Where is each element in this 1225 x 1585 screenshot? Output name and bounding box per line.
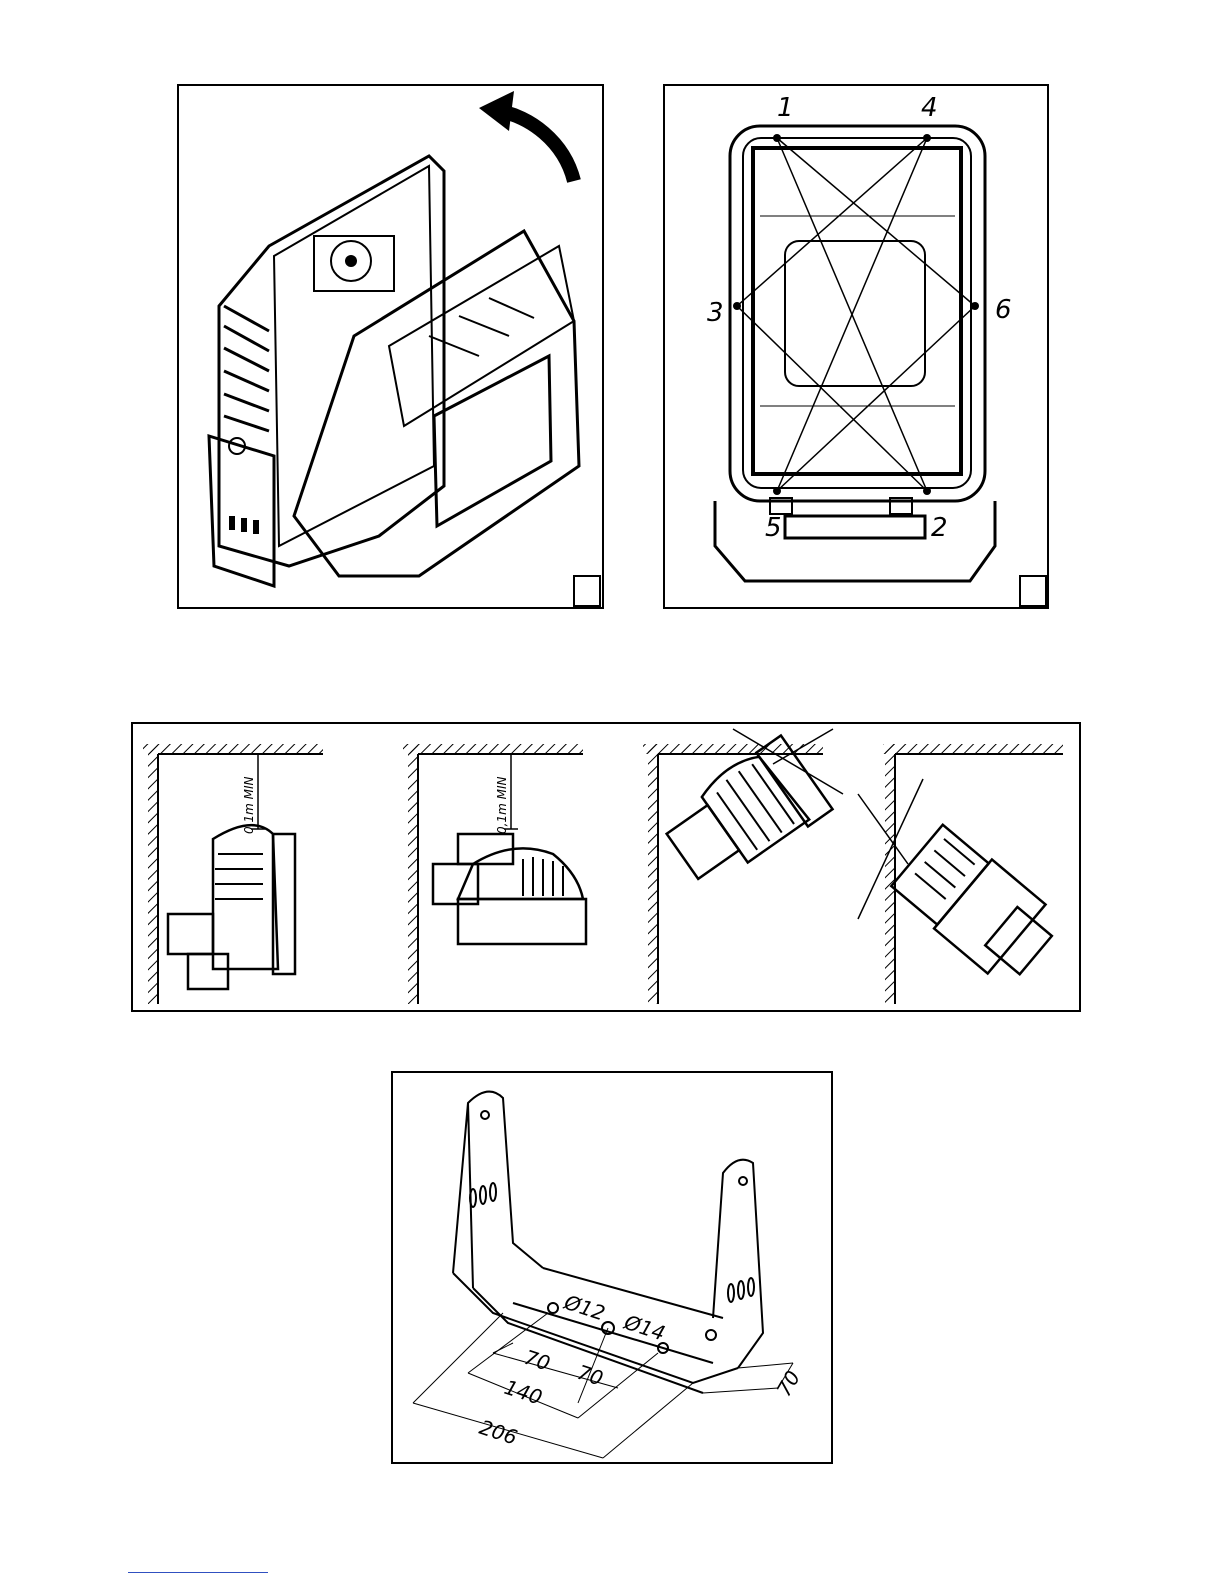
screw-sequence-drawing: 1 4 3 6 5 2 (665, 86, 1047, 607)
figure-marker-box (1020, 576, 1046, 606)
dim-70-left: 70 (521, 1345, 553, 1376)
screw-label-4: 4 (921, 93, 938, 123)
footer-rule (128, 1572, 268, 1573)
figure-marker-box (574, 576, 600, 606)
figure-mounting-positions: 0,1m MIN 0,1m MIN (131, 722, 1081, 1012)
wall-corner-2 (403, 744, 583, 1004)
dim-206: 206 (476, 1415, 520, 1450)
u-bracket (453, 1092, 763, 1393)
dim-140: 140 (501, 1375, 545, 1410)
rotate-arrow-icon (499, 111, 574, 181)
screw-label-5: 5 (765, 513, 782, 543)
screw-label-1: 1 (777, 93, 794, 123)
fixture-tilted-up (657, 733, 833, 895)
fixture-ceiling-down (433, 834, 586, 944)
screw-label-3: 3 (707, 298, 724, 328)
clearance-label-1: 0,1m MIN (242, 777, 256, 834)
screw-label-6: 6 (995, 295, 1012, 325)
mounting-positions-drawing: 0,1m MIN 0,1m MIN (133, 724, 1079, 1010)
figure-screw-sequence: 1 4 3 6 5 2 (663, 84, 1049, 609)
dim-70-right: 70 (574, 1360, 606, 1391)
clearance-label-2: 0,1m MIN (495, 777, 509, 834)
sequence-lines (737, 138, 975, 491)
wall-corner-4 (883, 744, 1063, 1004)
bracket-drawing: Ø12 Ø14 70 70 140 206 70 (393, 1073, 831, 1462)
figure-open-housing (177, 84, 604, 609)
fixture-wall-right (168, 825, 295, 989)
dim-70-depth: 70 (772, 1366, 806, 1400)
screw-label-2: 2 (931, 513, 948, 543)
wall-corner-3 (643, 744, 823, 1004)
fixture-tilted-down (888, 821, 1065, 990)
figure-bracket-dimensions: Ø12 Ø14 70 70 140 206 70 (391, 1071, 833, 1464)
dimension-lines (413, 1313, 793, 1458)
open-housing-drawing (179, 86, 602, 607)
hole-diameter-large: Ø14 (621, 1310, 669, 1346)
